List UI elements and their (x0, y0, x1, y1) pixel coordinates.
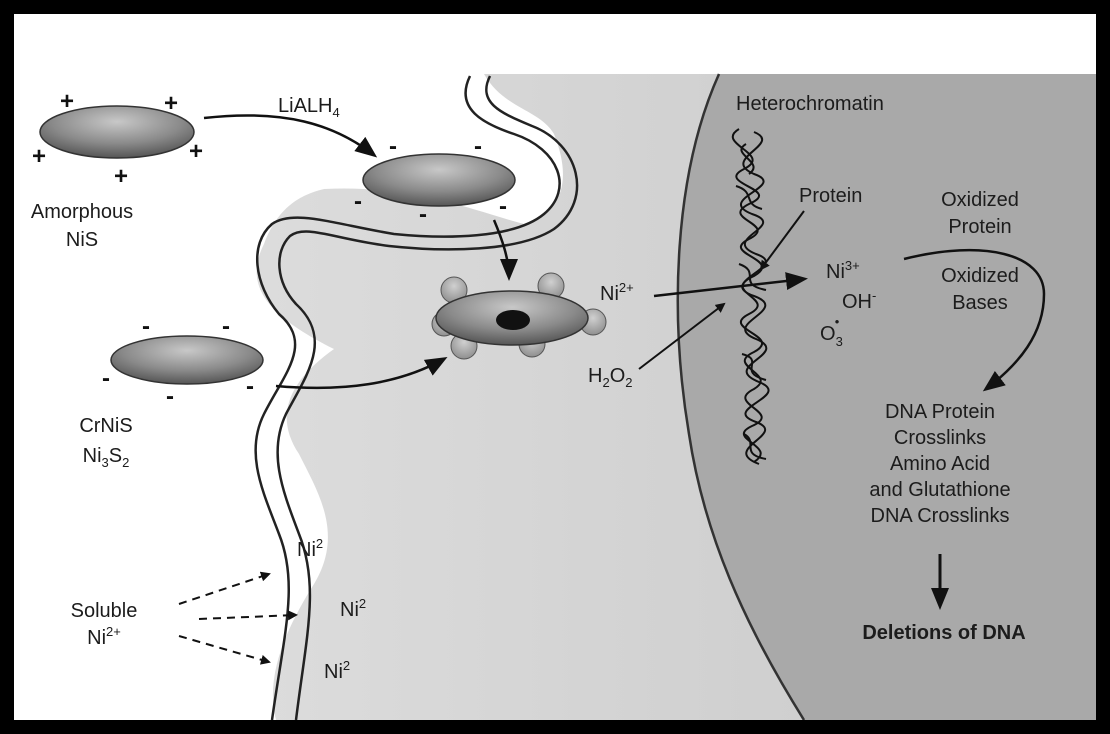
nickel-carcinogenesis-diagram: + + + + + - - - - - - - - - - LiALH4 Amo… (14, 14, 1096, 720)
svg-text:-: - (419, 201, 427, 228)
dna-outcome-line-1: DNA Protein (885, 401, 995, 423)
diagram-frame: + + + + + - - - - - - - - - - LiALH4 Amo… (14, 14, 1096, 720)
svg-text:+: + (114, 163, 128, 190)
lialh4-label: LiALH4 (278, 95, 340, 120)
oxidized-bases-label-2: Bases (952, 292, 1008, 314)
svg-text:+: + (164, 90, 178, 117)
dna-outcome-line-3: Amino Acid (890, 453, 990, 475)
reduced-particle (363, 154, 515, 206)
oxidized-protein-label-1: Oxidized (941, 189, 1019, 211)
membrane-ni-label-1: Ni2 (297, 536, 323, 561)
svg-text:+: + (32, 143, 46, 170)
ni3s2-label: Ni3S2 (83, 445, 130, 470)
svg-text:+: + (60, 88, 74, 115)
soluble-ni-label: Ni2+ (87, 624, 121, 649)
svg-text:-: - (354, 188, 362, 215)
crnis-label: CrNiS (79, 415, 132, 437)
protein-label: Protein (799, 185, 862, 207)
dna-outcome-line-2: Crosslinks (894, 427, 986, 449)
svg-text:-: - (499, 193, 507, 220)
svg-text:-: - (102, 365, 110, 392)
dna-outcome-line-5: DNA Crosslinks (871, 505, 1010, 527)
heterochromatin-label: Heterochromatin (736, 93, 884, 115)
dna-outcome-line-4: and Glutathione (869, 479, 1010, 501)
oxidized-bases-label-1: Oxidized (941, 265, 1019, 287)
crnis-particle (111, 336, 263, 384)
svg-text:-: - (474, 133, 482, 160)
svg-text:-: - (166, 383, 174, 410)
svg-text:-: - (222, 313, 230, 340)
soluble-label: Soluble (71, 600, 138, 622)
amorphous-label: Amorphous (31, 201, 133, 223)
lialh4-arrow (204, 115, 374, 155)
svg-text:-: - (246, 373, 254, 400)
svg-text:-: - (142, 313, 150, 340)
oxidized-protein-label-2: Protein (948, 216, 1011, 238)
svg-text:+: + (189, 138, 203, 165)
svg-text:-: - (389, 133, 397, 160)
deletions-label: Deletions of DNA (862, 622, 1025, 644)
hydroxyl-label: OH- (842, 288, 876, 313)
soluble-ni-arrows (179, 574, 296, 662)
nis-label: NiS (66, 229, 98, 251)
